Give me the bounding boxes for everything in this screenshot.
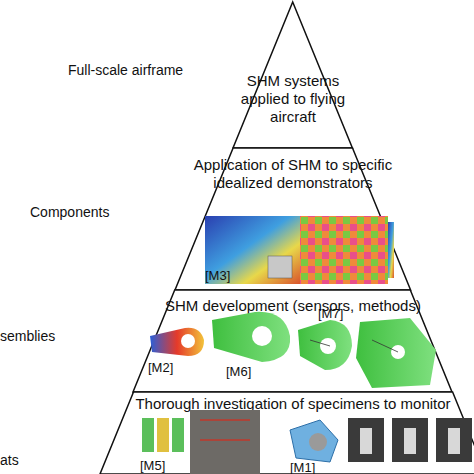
callout-number: [M5] <box>140 458 165 473</box>
level-heading: Components <box>30 204 109 221</box>
callout-number: [M2] <box>148 360 173 375</box>
tier-shape <box>233 2 352 148</box>
pyramid-tier: sembliesSHM development (sensors, method… <box>133 290 452 392</box>
level-heading: Full-scale airframe <box>68 62 183 79</box>
tier-description: Thorough investigation of specimens to m… <box>123 395 463 413</box>
tier-shape <box>175 148 411 290</box>
callout-number: [M3] <box>205 268 230 283</box>
tier-shape <box>133 290 452 392</box>
tier-description: SHM development (sensors, methods) <box>143 297 443 315</box>
tier-shape <box>100 392 474 474</box>
level-heading: semblies <box>0 328 55 345</box>
callout-number: [M7] <box>318 306 343 321</box>
tier-description: Application of SHM to specific idealized… <box>187 156 399 192</box>
tier-description: SHM systems applied to flying aircraft <box>234 72 352 126</box>
callout-number: [M6] <box>226 364 251 379</box>
callout-number: [M1] <box>290 460 315 474</box>
pyramid-tier: Full-scale airframeSHM systems applied t… <box>233 2 352 148</box>
level-heading: ats <box>0 452 19 469</box>
